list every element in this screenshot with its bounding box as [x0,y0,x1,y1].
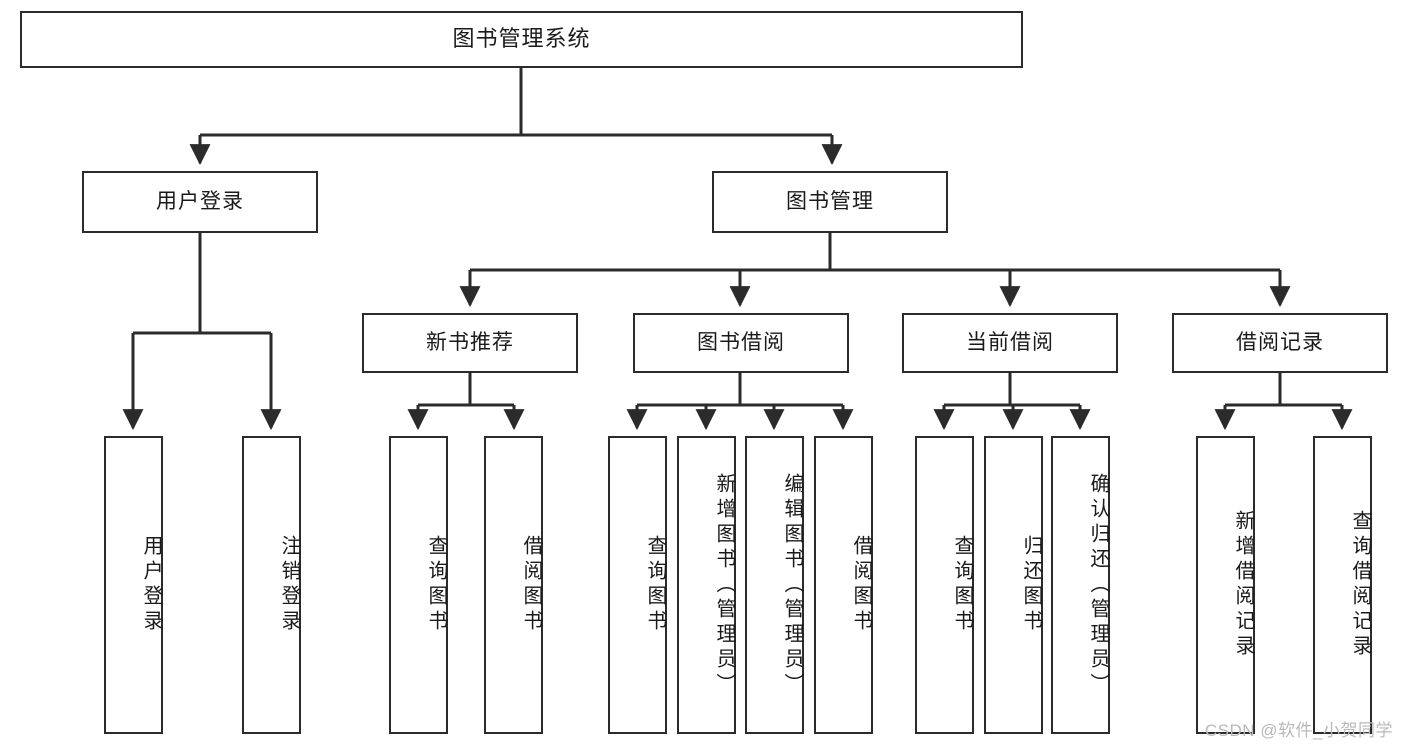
leaf-edit-book-admin[interactable]: 编辑图书（管理员） [745,436,804,734]
leaf-user-login[interactable]: 用户登录 [104,436,163,734]
leaf-borrow-book-recommend[interactable]: 借阅图书 [484,436,543,734]
node-label: 借阅记录 [1236,331,1324,355]
leaf-query-book-borrow[interactable]: 查询图书 [608,436,667,734]
node-current-borrow[interactable]: 当前借阅 [902,313,1118,373]
node-label: 借阅图书 [520,535,542,635]
leaf-add-borrow-record[interactable]: 新增借阅记录 [1196,436,1255,734]
node-label: 查询图书 [644,535,666,635]
node-label: 新书推荐 [426,331,514,355]
node-root-book-management-system[interactable]: 图书管理系统 [20,11,1023,68]
node-label: 注销登录 [278,535,300,635]
leaf-return-book[interactable]: 归还图书 [984,436,1043,734]
leaf-query-book-recommend[interactable]: 查询图书 [389,436,448,734]
node-label: 查询借阅记录 [1349,510,1371,660]
node-label: 用户登录 [140,535,162,635]
leaf-add-book-admin[interactable]: 新增图书（管理员） [677,436,736,734]
leaf-query-book-current[interactable]: 查询图书 [915,436,974,734]
node-label: 借阅图书 [850,535,872,635]
leaf-query-borrow-record[interactable]: 查询借阅记录 [1313,436,1372,734]
node-label: 当前借阅 [966,331,1054,355]
node-label: 归还图书 [1020,535,1042,635]
node-label: 新增图书（管理员） [713,472,735,698]
node-label: 确认归还（管理员） [1087,472,1109,698]
node-book-management[interactable]: 图书管理 [712,171,948,233]
leaf-confirm-return-admin[interactable]: 确认归还（管理员） [1051,436,1110,734]
leaf-logout-login[interactable]: 注销登录 [242,436,301,734]
node-label: 查询图书 [951,535,973,635]
node-borrow-record[interactable]: 借阅记录 [1172,313,1388,373]
node-label: 查询图书 [425,535,447,635]
node-label: 图书借阅 [697,331,785,355]
node-user-login[interactable]: 用户登录 [82,171,318,233]
leaf-borrow-book[interactable]: 借阅图书 [814,436,873,734]
node-label: 图书管理 [786,190,874,214]
node-label: 图书管理系统 [452,26,591,52]
node-label: 新增借阅记录 [1232,510,1254,660]
node-label: 用户登录 [156,190,244,214]
node-book-borrow[interactable]: 图书借阅 [633,313,849,373]
node-new-book-recommend[interactable]: 新书推荐 [362,313,578,373]
node-label: 编辑图书（管理员） [781,472,803,698]
